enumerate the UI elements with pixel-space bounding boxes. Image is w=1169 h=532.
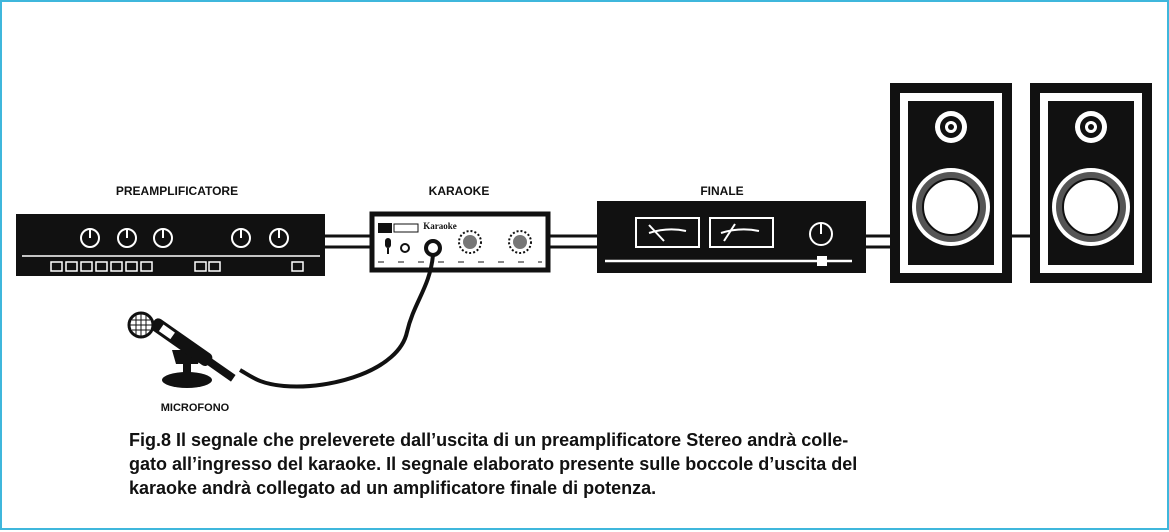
knob-icon [809, 222, 833, 246]
caption-line-2: gato all’ingresso del karaoke. Il segnal… [129, 454, 858, 474]
cable-karaoke-finale [548, 234, 597, 249]
vu-meter-icon [635, 217, 774, 248]
label-microfono: MICROFONO [160, 402, 230, 414]
microphone-cable [238, 254, 435, 389]
karaoke-panel-label: Karaoke [423, 221, 457, 231]
speaker-icon [890, 83, 1012, 283]
label-karaoke: KARAOKE [428, 184, 490, 198]
preamp-device [16, 214, 325, 276]
caption-line-1: Fig.8 Il segnale che preleverete dall’us… [129, 430, 849, 450]
karaoke-device [369, 211, 551, 273]
knob-icon [80, 228, 289, 248]
label-preamplificatore: PREAMPLIFICATORE [115, 184, 239, 198]
caption-line-3: karaoke andrà collegato ad un amplificat… [129, 478, 657, 498]
karaoke-small-knob [400, 243, 410, 253]
cable-preamp-karaoke [325, 234, 372, 249]
finale-device [597, 201, 866, 273]
karaoke-jack [424, 239, 442, 257]
speaker-icon [1030, 83, 1152, 283]
preamp-switches [50, 261, 304, 272]
mic-input-icon [385, 238, 391, 254]
label-finale: FINALE [700, 184, 744, 198]
cable-finale-speaker [866, 234, 890, 249]
microphone-icon [127, 311, 236, 388]
figure-caption: Fig.8 Il segnale che preleverete dall’us… [129, 428, 1089, 500]
knob-icon [458, 230, 532, 254]
